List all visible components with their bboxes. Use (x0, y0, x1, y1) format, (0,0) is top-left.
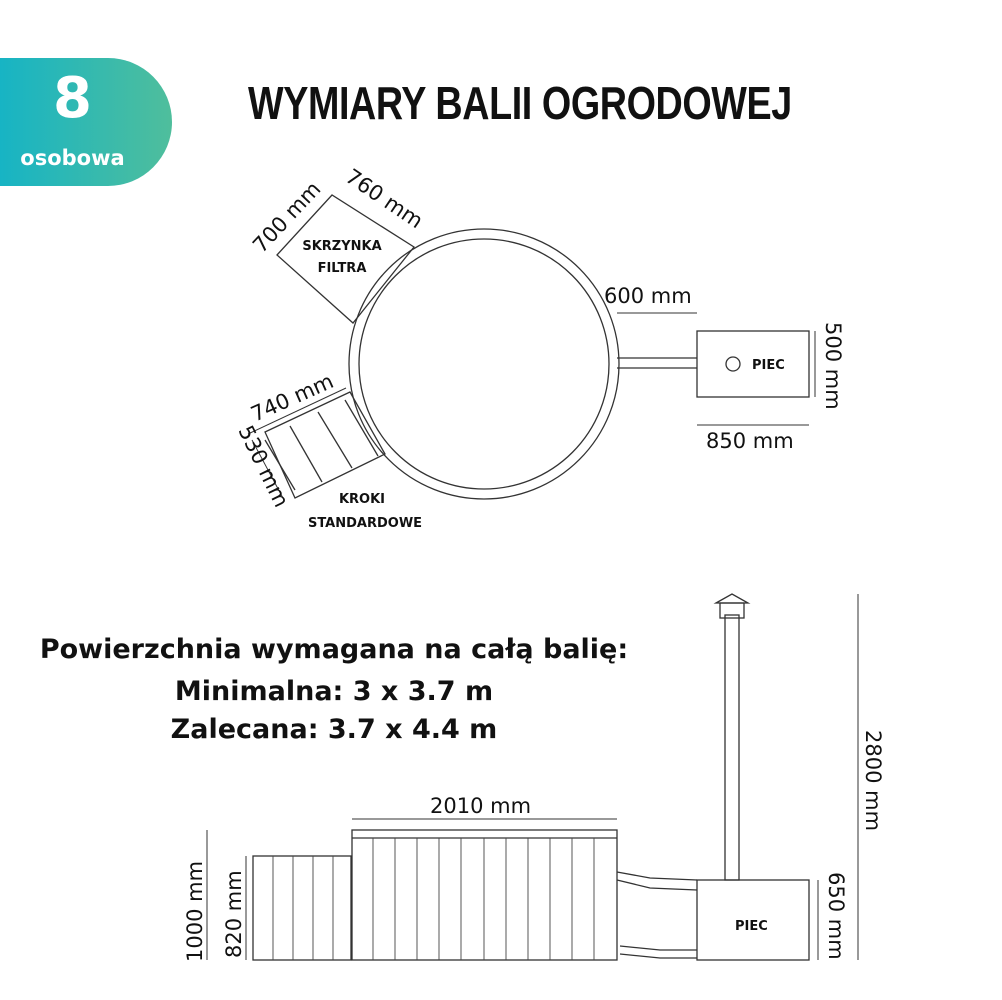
steps-label-1: KROKI (339, 492, 385, 507)
steps-outline (264, 391, 386, 499)
tub-height-label: 1000 mm (183, 861, 207, 962)
side-steps-body (252, 855, 352, 961)
stove-label-side: PIEC (735, 919, 768, 934)
side-lower-hose-2 (619, 953, 697, 959)
side-chimney-cap (713, 593, 751, 604)
tub-outer-circle (348, 228, 620, 500)
stove-distance: 600 mm (604, 284, 692, 308)
side-chimney-hood (719, 602, 745, 619)
side-upper-hose (616, 871, 698, 881)
area-heading: Powierzchnia wymagana na całą balię: (39, 634, 629, 665)
stove-height-top: 500 mm (821, 322, 845, 410)
side-stove-body (696, 879, 810, 961)
filter-dim-760: 760 mm (341, 164, 427, 233)
tub-inner-circle (358, 238, 610, 490)
tub-width-label: 2010 mm (430, 794, 531, 818)
side-tub-body (351, 829, 618, 961)
dim-line-530 (251, 439, 285, 501)
steps-label-2: STANDARDOWE (308, 516, 422, 531)
steps-tread-4 (344, 399, 379, 457)
steps-tread-2 (289, 425, 323, 483)
side-upper-hose-2 (616, 879, 698, 891)
persons-badge: 8 osobowa (0, 58, 172, 186)
steps-tread-1 (264, 439, 296, 491)
persons-label: osobowa (20, 146, 125, 170)
filter-label-2: FILTRA (318, 261, 367, 276)
side-chimney-pipe (724, 614, 740, 881)
area-minimal: Minimalna: 3 x 3.7 m (174, 676, 494, 707)
steps-tread-3 (317, 411, 353, 469)
steps-dim-740: 740 mm (247, 369, 337, 427)
persons-count: 8 (53, 66, 92, 131)
filter-label-1: SKRZYNKA (302, 239, 381, 254)
stove-label-top: PIEC (752, 358, 785, 373)
filter-box-shape (276, 194, 415, 324)
stove-top-view (696, 330, 810, 398)
area-recommended: Zalecana: 3.7 x 4.4 m (170, 714, 498, 745)
dim-line-740 (247, 387, 347, 435)
chimney-height-label: 2800 mm (861, 730, 885, 831)
stove-width-top: 850 mm (706, 429, 794, 453)
stove-height-side: 650 mm (824, 872, 848, 960)
page-title: WYMIARY BALII OGRODOWEJ (248, 77, 792, 129)
side-lower-hose (619, 945, 697, 951)
steps-height-label: 820 mm (222, 870, 246, 958)
stove-chimney-circle (725, 356, 741, 372)
steps-dim-530: 530 mm (234, 422, 294, 511)
